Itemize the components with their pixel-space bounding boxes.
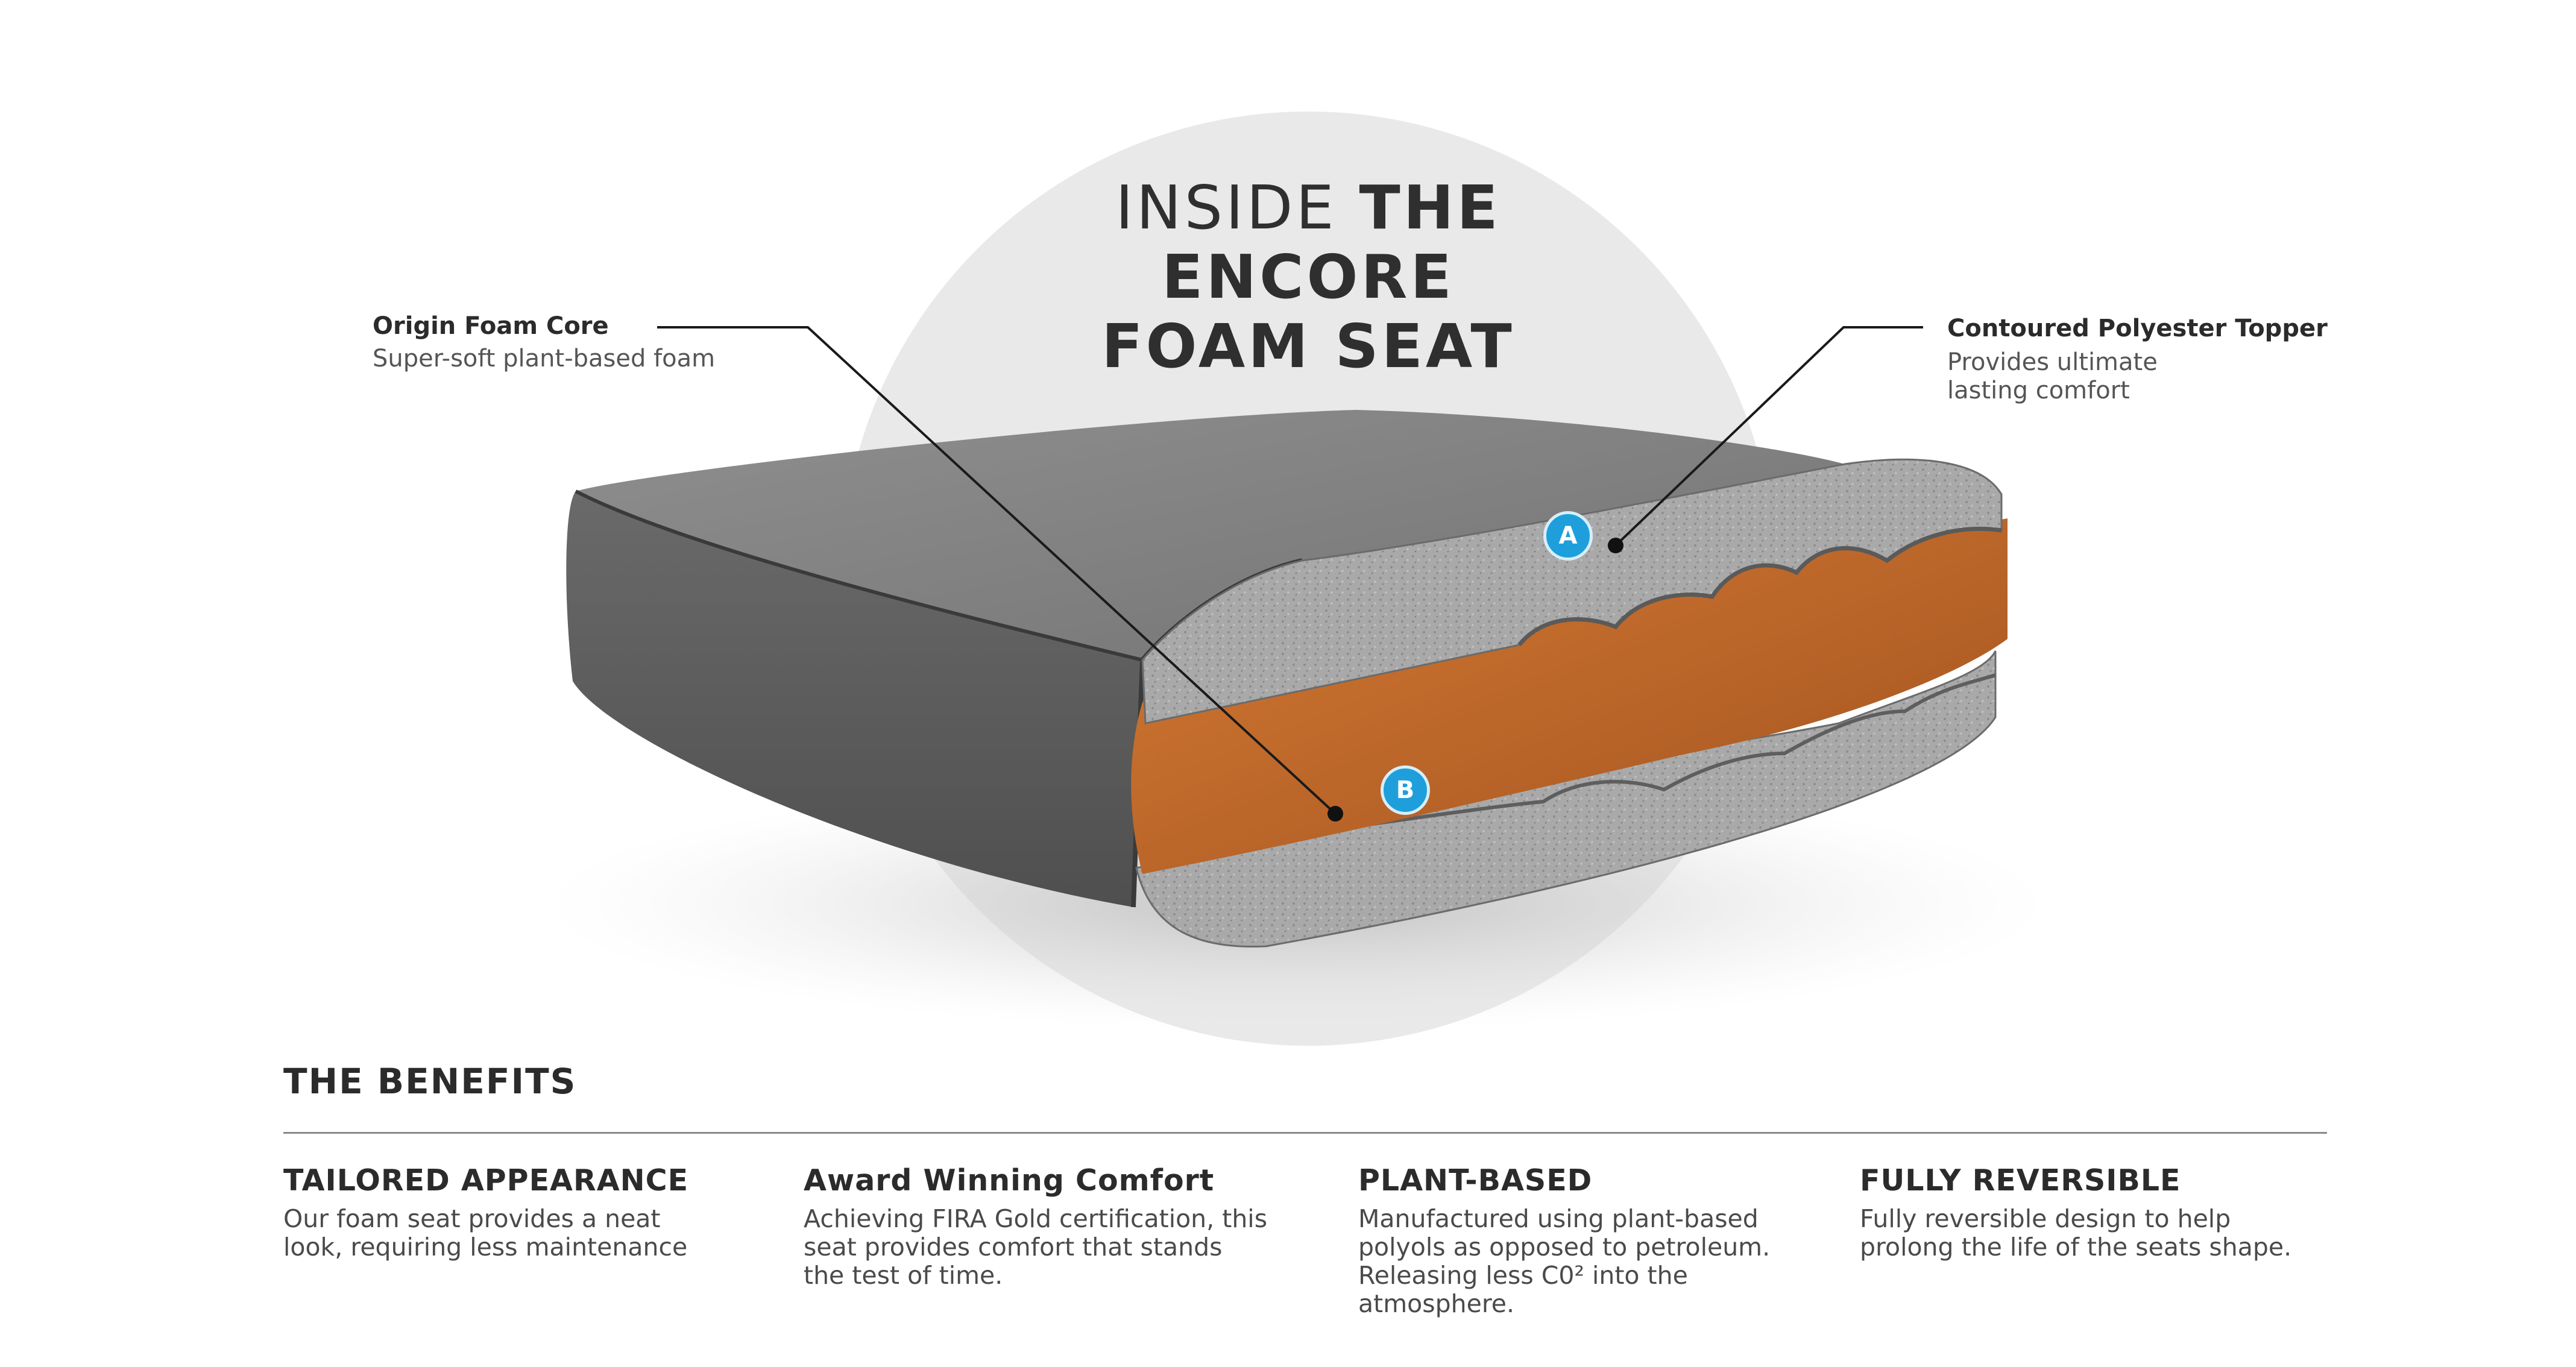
cover-top-panel [576,410,1845,660]
core-callout-title: Origin Foam Core [373,312,609,340]
core-leader-line [657,326,1337,815]
benefit-description: Fully reversible design to help prolong … [1860,1204,2292,1262]
benefit-description: Our foam seat provides a neat look, requ… [283,1204,688,1262]
benefit-title: Award Winning Comfort [804,1163,1215,1198]
bottom-foam-contour [1181,673,1996,852]
benefit-description: Manufactured using plant-based polyols a… [1358,1204,1771,1318]
topper-callout-description-line-1: Provides ultimate [1947,348,2158,376]
topper-leader-line [1614,326,1923,547]
title-bold-word: THE [1359,172,1501,243]
benefit-title: TAILORED APPEARANCE [283,1163,689,1198]
diagram-title-line-3: FOAM SEAT [1101,311,1515,382]
topper-callout-title: Contoured Polyester Topper [1947,315,2328,342]
topper-callout-description-line-2: lasting comfort [1947,377,2130,404]
benefit-item-tailored: TAILORED APPEARANCE Our foam seat provid… [283,1163,754,1262]
origin-foam-core [1131,518,2008,874]
benefit-description: Achieving FIRA Gold certification, this … [804,1204,1268,1290]
cover-side-panel [566,491,1142,907]
benefits-heading: THE BENEFITS [283,1061,577,1102]
topper-leader-dot [1608,538,1623,553]
benefit-title: FULLY REVERSIBLE [1860,1163,2181,1198]
cover-piping-front [575,489,1143,662]
benefit-item-reversible: FULLY REVERSIBLE Fully reversible design… [1860,1163,2372,1262]
topper-wave-contour [1517,527,2002,647]
title-light-word: INSIDE [1115,172,1337,243]
badge-b: B [1381,765,1430,815]
badge-a: A [1543,511,1593,561]
diagram-title-line-1: INSIDE THE [1025,175,1592,241]
benefit-title: PLANT-BASED [1358,1163,1593,1198]
benefit-item-plant-based: PLANT-BASED Manufactured using plant-bas… [1358,1163,1841,1318]
diagram-title-line-2: ENCORE [1162,242,1455,312]
benefits-divider [283,1132,2327,1134]
core-leader-dot [1327,806,1343,822]
core-callout-description: Super-soft plant-based foam [373,345,716,372]
benefit-item-award: Award Winning Comfort Achieving FIRA Gol… [804,1163,1334,1290]
